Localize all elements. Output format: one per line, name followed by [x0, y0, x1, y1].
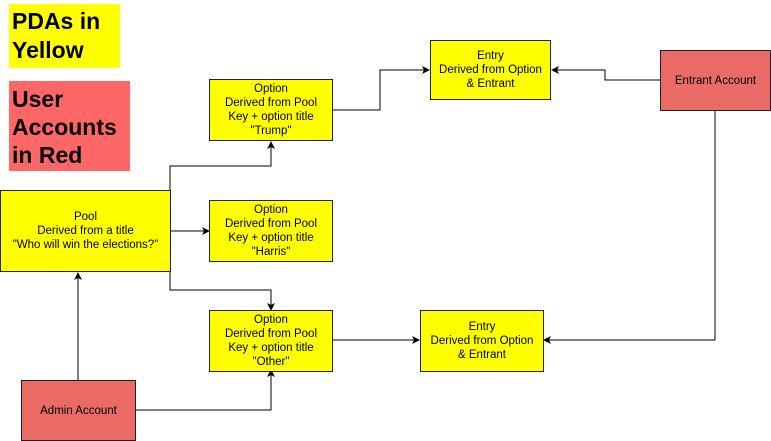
legend-pda-line-1: PDAs in: [12, 8, 101, 34]
option-harris-label-2: Derived from Pool: [224, 218, 318, 230]
entry-bottom-label-2: Derived from Option: [430, 335, 534, 347]
option-trump-label-1: Option: [254, 83, 288, 95]
option-other-label-2: Derived from Pool: [224, 328, 318, 340]
admin-account-node: Admin Account: [21, 380, 136, 441]
pool-node: Pool Derived from a title "Who will win …: [0, 190, 171, 272]
pool-label-2: Derived from a title: [37, 225, 134, 237]
option-trump-node: Option Derived from Pool Key + option ti…: [209, 79, 333, 141]
edge-entrant-to-entry-bottom: [543, 111, 716, 344]
edge-admin-to-option-other: [135, 369, 275, 411]
option-other-label-1: Option: [254, 314, 288, 326]
option-other-node: Option Derived from Pool Key + option ti…: [209, 310, 333, 372]
entrant-account-label: Entrant Account: [674, 74, 757, 87]
option-harris-label-4: "Harris": [251, 246, 291, 258]
entry-top-label-3: & Entrant: [466, 78, 515, 90]
pool-label-3: "Who will win the elections?": [12, 239, 159, 251]
entry-top-label-2: Derived from Option: [439, 64, 542, 76]
entry-bottom-node: Entry Derived from Option & Entrant: [420, 310, 544, 372]
option-trump-label-4: "Trump": [250, 125, 292, 137]
pool-label-1: Pool: [73, 211, 98, 223]
legend-user-accounts-red: User Accounts in Red: [9, 81, 130, 171]
legend-user-line-3: in Red: [12, 142, 83, 168]
option-other-label-4: "Other": [252, 356, 290, 368]
option-trump-label-2: Derived from Pool: [224, 97, 318, 109]
option-harris-node: Option Derived from Pool Key + option ti…: [209, 200, 333, 262]
edge-option-trump-to-entry-top: [333, 66, 430, 111]
edge-pool-to-option-trump: [169, 141, 275, 190]
admin-account-label: Admin Account: [40, 404, 117, 417]
entrant-account-node: Entrant Account: [660, 50, 771, 111]
option-trump-label-3: Key + option title: [228, 111, 314, 123]
entry-bottom-label-3: & Entrant: [458, 349, 506, 361]
legend-user-line-1: User: [12, 86, 64, 112]
option-other-label-3: Key + option title: [228, 342, 314, 354]
edge-entrant-to-entry-top: [551, 66, 660, 81]
legend-pdas-yellow: PDAs in Yellow: [9, 4, 120, 68]
entry-top-label-1: Entry: [477, 50, 504, 62]
entry-top-node: Entry Derived from Option & Entrant: [430, 40, 551, 100]
entry-bottom-label-1: Entry: [468, 321, 496, 333]
edge-pool-to-option-other: [169, 271, 275, 311]
legend-user-line-2: Accounts: [12, 114, 117, 140]
option-harris-label-3: Key + option title: [228, 232, 314, 244]
option-harris-label-1: Option: [254, 204, 288, 216]
legend-pda-line-2: Yellow: [12, 37, 84, 63]
